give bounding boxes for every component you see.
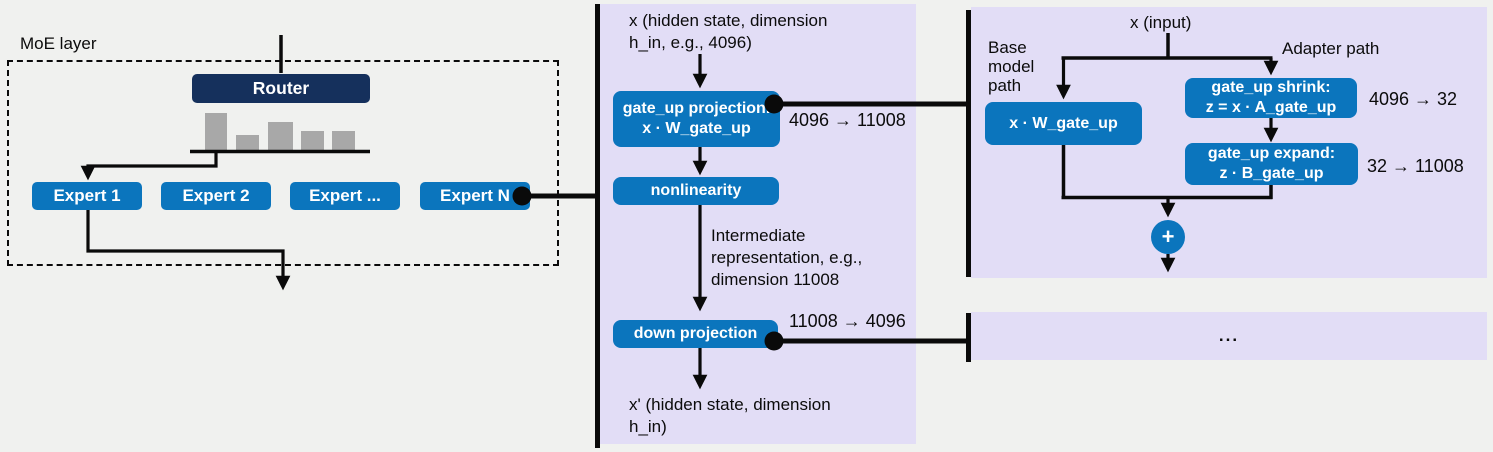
intermediate-label: Intermediate representation, e.g., dimen…	[711, 226, 863, 289]
base-weight-box: x · W_gate_up	[985, 102, 1142, 145]
gate-up-dims-label: 4096 → 11008	[789, 110, 906, 130]
moe-layer-label: MoE layer	[20, 34, 97, 53]
expert-1-box: Expert 1	[32, 182, 142, 210]
sum-node: +	[1151, 220, 1185, 254]
nonlinearity-box: nonlinearity	[613, 177, 779, 205]
expert-input-label: x (hidden state, dimension h_in, e.g., 4…	[629, 11, 828, 52]
gate-up-projection-box: gate_up projection. x · W_gate_up	[613, 91, 780, 147]
adapter-path-label: Adapter path	[1282, 39, 1380, 58]
down-dims-label: 11008 → 4096	[789, 311, 906, 331]
router-box: Router	[192, 74, 370, 103]
expert-ellipsis-box: Expert ...	[290, 182, 400, 210]
expert-2-box: Expert 2	[161, 182, 271, 210]
down-detail-ellipsis: ...	[1218, 326, 1240, 345]
expert-flow-panel	[600, 4, 916, 444]
down-projection-box: down projection	[613, 320, 778, 348]
shrink-dims-label: 4096 → 32	[1369, 89, 1458, 109]
expert-n-box: Expert N	[420, 182, 530, 210]
router-weight-bar	[205, 113, 227, 151]
adapter-input-label: x (input)	[1130, 13, 1192, 32]
expand-dims-label: 32 → 11008	[1367, 156, 1464, 176]
router-weight-bar	[332, 131, 355, 151]
router-weight-bar	[301, 131, 324, 151]
down-detail-panel	[971, 312, 1487, 360]
expert-output-label: x' (hidden state, dimension h_in)	[629, 395, 831, 436]
gate-up-expand-box: gate_up expand: z · B_gate_up	[1185, 143, 1358, 185]
base-model-path-label: Base model path	[988, 38, 1035, 95]
router-weights-chart	[190, 113, 370, 151]
gate-up-shrink-box: gate_up shrink: z = x · A_gate_up	[1185, 78, 1357, 118]
router-weight-bar	[236, 135, 259, 151]
router-weight-bar	[268, 122, 293, 151]
